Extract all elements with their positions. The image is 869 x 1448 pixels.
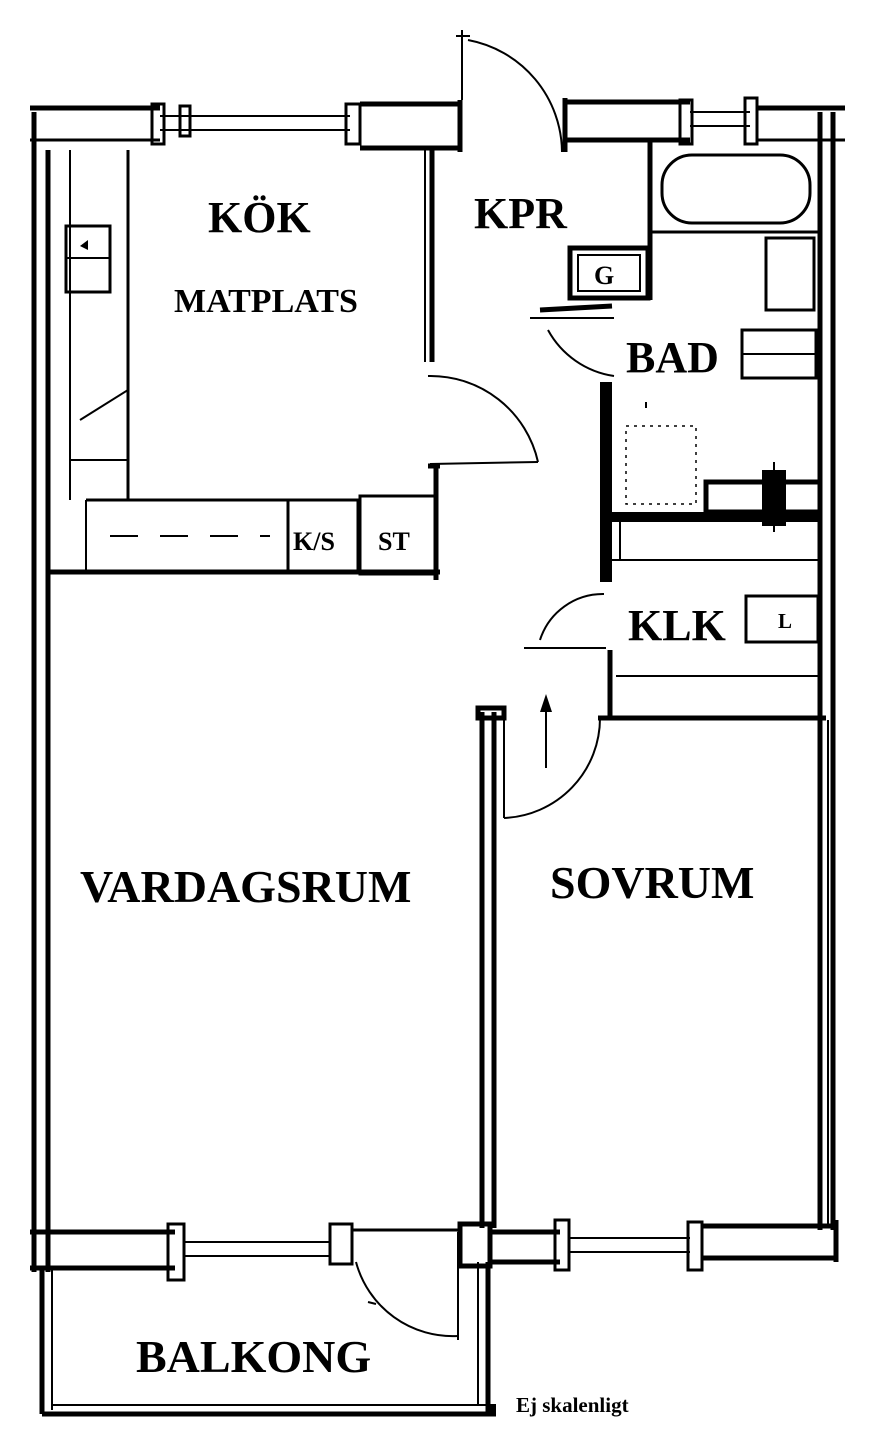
bathroom-fixtures <box>530 140 823 582</box>
room-label-matplats: MATPLATS <box>174 283 358 320</box>
room-label-klk: KLK <box>628 601 726 650</box>
fixture-label-st: ST <box>378 527 410 556</box>
room-label-sovrum: SOVRUM <box>550 857 754 908</box>
closet-fixtures <box>524 592 826 721</box>
kitchen-fixtures <box>48 150 539 580</box>
entrance-door <box>456 30 563 153</box>
outer-walls <box>30 96 845 1282</box>
room-label-bad: BAD <box>626 333 719 382</box>
room-label-kpr: KPR <box>474 189 568 238</box>
bedroom-walls <box>475 694 829 1228</box>
fixture-label-l: L <box>778 609 792 633</box>
fixture-label-g: G <box>594 261 614 290</box>
room-label-balkong: BALKONG <box>136 1331 371 1382</box>
fixture-label-ks: K/S <box>293 527 335 556</box>
room-label-vardagsrum: VARDAGSRUM <box>80 861 411 912</box>
balcony <box>39 1232 496 1417</box>
room-label-kok: KÖK <box>208 193 311 242</box>
scale-note: Ej skalenligt <box>516 1393 629 1417</box>
